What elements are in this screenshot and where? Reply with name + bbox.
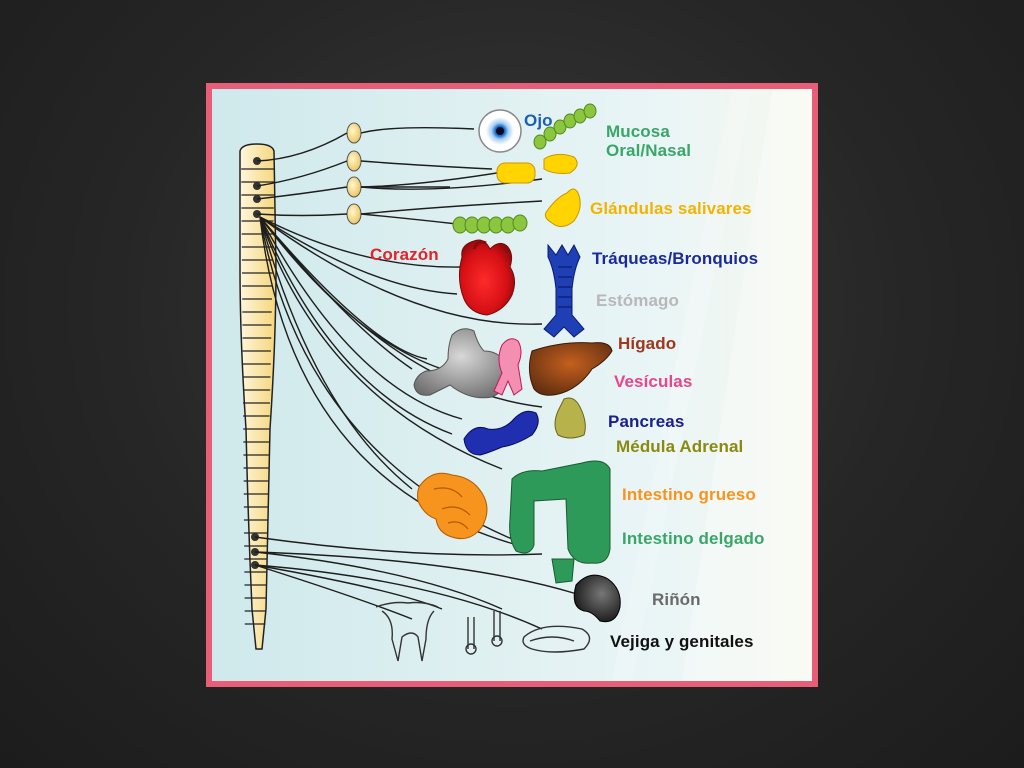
mucosa-organ (533, 103, 597, 150)
pancreas-organ (463, 410, 539, 456)
diagram-frame: Ojo Mucosa Oral/Nasal Glándulas salivare… (206, 83, 818, 687)
label-higado: Hígado (618, 334, 677, 353)
kidney-organ (573, 574, 621, 623)
label-corazon: Corazón (370, 245, 439, 264)
label-int-delgado: Intestino delgado (622, 529, 765, 548)
nerve-fibers (254, 126, 578, 630)
label-glandulas: Glándulas salivares (590, 199, 752, 218)
large-intestine-organ (509, 460, 611, 584)
bladder-genitals-organ (375, 601, 591, 662)
label-estomago: Estómago (596, 291, 679, 310)
heart-organ (458, 239, 516, 316)
eye-organ (478, 109, 522, 153)
adrenal-organ (554, 397, 586, 439)
cranial-ganglia (346, 122, 362, 225)
label-traqueas: Tráqueas/Bronquios (592, 249, 759, 268)
trachea-organ (543, 243, 585, 338)
label-mucosa: Mucosa Oral/Nasal (606, 122, 691, 160)
autonomic-nervous-system-diagram (239, 89, 812, 681)
label-int-grueso: Intestino grueso (622, 485, 756, 504)
label-vesiculas: Vesículas (614, 372, 693, 391)
diagram-panel: Ojo Mucosa Oral/Nasal Glándulas salivare… (212, 89, 812, 681)
label-vejiga: Vejiga y genitales (610, 632, 754, 651)
label-mucosa-line1: Mucosa (606, 122, 670, 141)
vesicles-organ (493, 338, 523, 396)
stomach-organ (413, 328, 509, 399)
label-ojo: Ojo (524, 111, 553, 130)
label-pancreas: Pancreas (608, 412, 685, 431)
small-intestine-organ (417, 472, 488, 540)
background-stripes (612, 89, 812, 681)
mucosa-beads-lower (452, 214, 528, 234)
label-mucosa-line2: Oral/Nasal (606, 141, 692, 160)
salivary-gland-organ (496, 153, 581, 227)
label-rinon: Riñón (652, 590, 701, 609)
liver-organ (528, 342, 613, 396)
label-medula: Médula Adrenal (616, 437, 744, 456)
spinal-cord (239, 143, 277, 650)
